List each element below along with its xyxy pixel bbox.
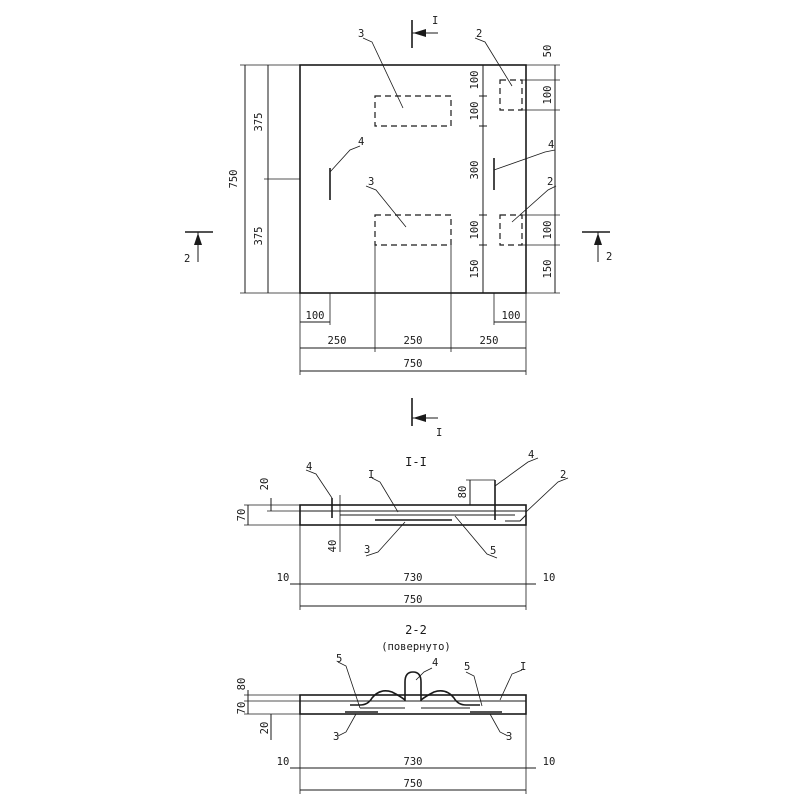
section-2-dim-bottom-right: 10 — [543, 756, 556, 768]
section-2-label-4: 4 — [432, 657, 438, 669]
section-1-title: I-I — [405, 455, 427, 469]
embedded-plate-upper — [374, 95, 452, 127]
hook-pocket-lower — [499, 214, 523, 246]
dim-far-right-2: 100 — [542, 86, 554, 105]
section-2-slab — [299, 694, 527, 715]
section-1-label-3: 3 — [364, 544, 370, 556]
leader-3-lower — [365, 185, 407, 228]
dim-bottom-small-right: 100 — [502, 310, 521, 322]
leader-3-upper — [362, 37, 404, 109]
hook-pocket-upper — [499, 79, 523, 111]
section-2-title: 2-2 — [405, 623, 427, 637]
dim-half-upper: 375 — [253, 113, 265, 132]
section-1-dim-bottom-total: 750 — [404, 594, 423, 606]
section-2-dim-80: 80 — [236, 678, 248, 691]
label-3-lower: 3 — [368, 176, 374, 188]
section-2-dim-bottom-total: 750 — [404, 778, 423, 790]
leader-4-right — [493, 149, 556, 171]
label-4-left: 4 — [358, 136, 364, 148]
section-1-dim-20: 20 — [259, 478, 271, 491]
section-1-label-5: 5 — [490, 545, 496, 557]
leader-4-left — [329, 145, 361, 173]
section-2-dim-bottom-left: 10 — [277, 756, 290, 768]
dim-right-5: 150 — [469, 260, 481, 279]
dim-far-right-1: 50 — [542, 45, 554, 58]
dim-bottom-seg-1: 250 — [328, 335, 347, 347]
dim-height-total: 750 — [228, 170, 240, 189]
section-2-label-3a: 3 — [333, 731, 339, 743]
section-2-label-1: I — [520, 661, 526, 673]
slab-outline — [299, 64, 527, 294]
cut-label-1-top: I — [432, 15, 438, 27]
leader-2-lower — [511, 185, 557, 223]
section-2-label-5a: 5 — [336, 653, 342, 665]
section-2-label-3b: 3 — [506, 731, 512, 743]
section-1-dim-70: 70 — [236, 509, 248, 522]
label-2-lower: 2 — [547, 176, 553, 188]
label-2-upper: 2 — [476, 28, 482, 40]
dim-half-lower: 375 — [253, 227, 265, 246]
dim-far-right-4: 150 — [542, 260, 554, 279]
section-1-dim-bottom-left: 10 — [277, 572, 290, 584]
label-3-upper: 3 — [358, 28, 364, 40]
dim-bottom-small-left: 100 — [306, 310, 325, 322]
cut-label-2-right: 2 — [606, 251, 612, 263]
dim-bottom-seg-3: 250 — [480, 335, 499, 347]
section-2-label-5b: 5 — [464, 661, 470, 673]
section-1-dim-40: 40 — [327, 540, 339, 553]
section-2-loop — [350, 671, 480, 706]
section-2-2: 2-2 (повернуто) 70 80 20 5 — [236, 623, 555, 794]
section-2-dim-bottom-mid: 730 — [404, 756, 423, 768]
section-1-dim-80: 80 — [457, 486, 469, 499]
section-1-dim-bottom-right: 10 — [543, 572, 556, 584]
dim-right-4: 100 — [469, 221, 481, 240]
dim-right-1: 100 — [469, 71, 481, 90]
dim-bottom-total: 750 — [404, 358, 423, 370]
dim-bottom-seg-2: 250 — [404, 335, 423, 347]
leader-2-upper — [474, 37, 513, 87]
section-2-subtitle: (повернуто) — [381, 641, 451, 653]
embedded-plate-lower — [374, 214, 452, 246]
label-4-right: 4 — [548, 139, 554, 151]
dim-right-3: 300 — [469, 161, 481, 180]
section-1-label-4b: 4 — [528, 449, 534, 461]
section-1-1: I-I 70 20 — [236, 449, 569, 610]
section-1-label-4a: 4 — [306, 461, 312, 473]
dim-far-right-3: 100 — [542, 221, 554, 240]
section-1-dim-bottom-mid: 730 — [404, 572, 423, 584]
cut-label-1-bottom: I — [436, 427, 442, 439]
section-2-dim-20: 20 — [259, 722, 271, 735]
section-1-label-1: I — [368, 469, 374, 481]
section-2-dim-70: 70 — [236, 702, 248, 715]
dim-right-2: 100 — [469, 102, 481, 121]
cut-label-2-left: 2 — [184, 253, 190, 265]
section-1-label-2: 2 — [560, 469, 566, 481]
plan-view: 750 375 375 100 100 300 100 150 50 100 1… — [184, 15, 612, 439]
